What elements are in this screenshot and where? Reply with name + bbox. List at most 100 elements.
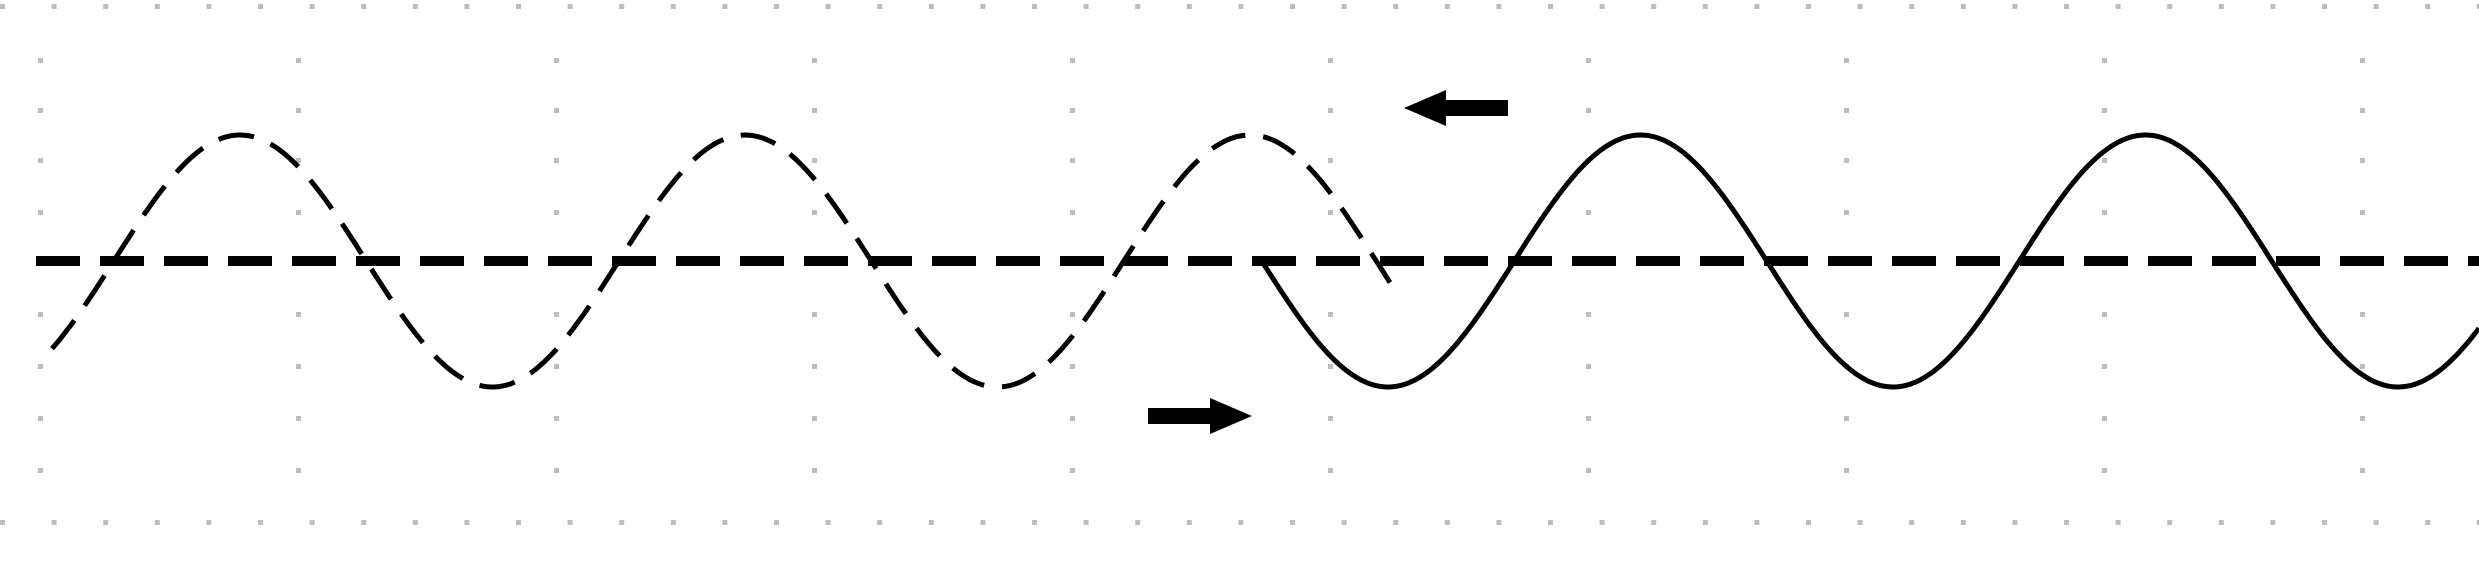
grid-dot [812, 364, 817, 369]
grid-dot [2270, 520, 2276, 525]
grid-dot [1496, 4, 1502, 9]
grid-dot [1844, 210, 1849, 215]
grid-dot [2102, 58, 2107, 63]
grid-dot [1857, 520, 1863, 525]
grid-dot [2476, 4, 2479, 9]
grid-dot [2102, 468, 2107, 473]
grid-dot [516, 4, 521, 9]
grid-dot [2102, 158, 2107, 163]
grid-dot [412, 4, 418, 9]
grid-dot [2102, 210, 2107, 215]
grid-dot [1806, 520, 1811, 525]
grid-dot [1586, 58, 1591, 63]
grid-dot [2476, 520, 2479, 525]
grid-dot [2360, 364, 2365, 369]
grid-dot [1960, 520, 1966, 525]
grid-dot [516, 520, 521, 525]
grid-dot [1328, 210, 1333, 215]
grid-dot [1032, 4, 1037, 9]
grid-dot [1754, 4, 1760, 9]
grid-dot [103, 520, 109, 525]
grid-dot [2167, 4, 2173, 9]
grid-dot [2360, 468, 2365, 473]
grid-dot [38, 108, 43, 113]
grid-dot [38, 58, 43, 63]
grid-dot [670, 4, 676, 9]
grid-dot [1070, 108, 1075, 113]
grid-dot [1599, 520, 1605, 525]
grid-dot [812, 108, 817, 113]
grid-dot [1328, 364, 1333, 369]
grid-dot [1844, 58, 1849, 63]
grid-dot [1290, 4, 1295, 9]
grid-dot [1651, 520, 1657, 525]
grid-dot [774, 4, 779, 9]
grid-dot [1070, 312, 1075, 317]
grid-dot [1844, 158, 1849, 163]
grid-dot [554, 210, 559, 215]
grid-dot [1702, 4, 1708, 9]
grid-dot [2322, 520, 2327, 525]
reflected-wave-solid [1259, 132, 2479, 390]
grid-dot [812, 158, 817, 163]
grid-dot [812, 210, 817, 215]
grid-dot [2167, 520, 2173, 525]
grid-dot [980, 4, 986, 9]
grid-dot [1290, 520, 1295, 525]
grid-dot [1135, 4, 1141, 9]
grid-dot [2102, 416, 2107, 421]
grid-dot [928, 4, 934, 9]
grid-dot [670, 520, 676, 525]
grid-dot [1651, 4, 1657, 9]
grid-dot [2360, 416, 2365, 421]
grid-dot [412, 520, 418, 525]
grid-dot [2102, 364, 2107, 369]
grid-dot [2270, 4, 2276, 9]
grid-dot [619, 520, 625, 525]
grid-dot [2373, 520, 2379, 525]
grid-dot [1909, 4, 1915, 9]
arrow-right-icon [1148, 398, 1252, 434]
grid-dot [296, 312, 301, 317]
grid-dot [2360, 58, 2365, 63]
grid-dot [296, 416, 301, 421]
grid-dot [1341, 520, 1347, 525]
grid-dot [2360, 158, 2365, 163]
grid-dot [1586, 416, 1591, 421]
grid-dot [554, 108, 559, 113]
grid-dot [1328, 108, 1333, 113]
grid-dot [1070, 210, 1075, 215]
grid-dot [1186, 4, 1192, 9]
grid-dot [464, 4, 470, 9]
grid-dot [1083, 4, 1089, 9]
arrow-left-icon [1404, 90, 1508, 126]
grid-dot [812, 58, 817, 63]
grid-dot [361, 520, 367, 525]
grid-dot [812, 312, 817, 317]
grid-dot [296, 108, 301, 113]
grid-dot [2360, 210, 2365, 215]
grid-dot [206, 520, 212, 525]
grid-dot [825, 4, 831, 9]
grid-dot [554, 416, 559, 421]
grid-dot [1586, 364, 1591, 369]
grid-dot [1496, 520, 1502, 525]
grid-dot [1341, 4, 1347, 9]
grid-dot [554, 364, 559, 369]
grid-dot [51, 4, 57, 9]
grid-dot [51, 520, 57, 525]
grid-dot [980, 520, 986, 525]
grid-dot [1070, 364, 1075, 369]
grid-dot [1444, 520, 1450, 525]
grid-dot [309, 4, 315, 9]
grid-dot [2218, 4, 2224, 9]
grid-dot [1328, 416, 1333, 421]
grid-dot [1754, 520, 1760, 525]
grid-dot [1599, 4, 1605, 9]
grid-dot [154, 520, 160, 525]
grid-dot [1586, 468, 1591, 473]
grid-dot [38, 312, 43, 317]
grid-dot [1135, 520, 1141, 525]
grid-dots [0, 4, 2479, 525]
